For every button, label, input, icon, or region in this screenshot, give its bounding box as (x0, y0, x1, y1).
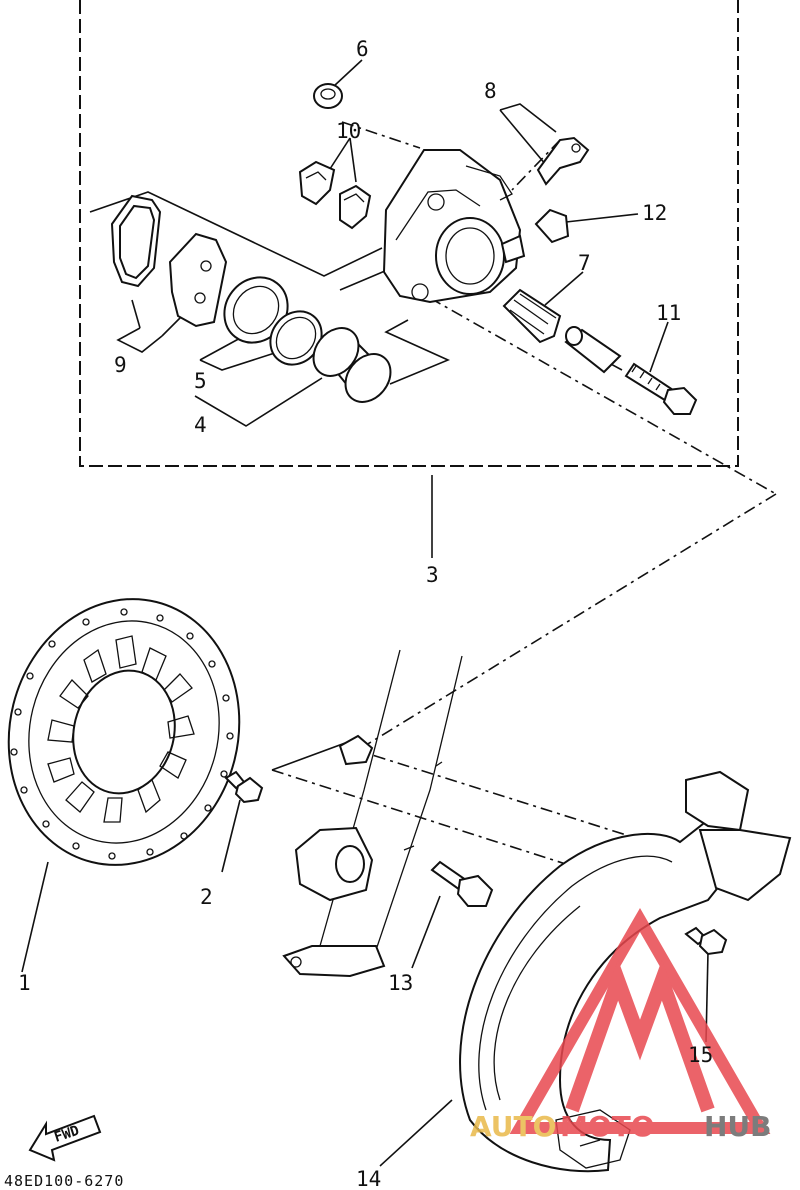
disc-slots (47, 635, 195, 823)
piston (312, 327, 392, 403)
caliper-bolt (624, 362, 698, 415)
callout-11: 11 (656, 301, 681, 325)
callout-7: 7 (578, 251, 591, 275)
bleed-screw (536, 136, 590, 186)
sleeve (564, 326, 622, 374)
callout-1: 1 (18, 971, 31, 995)
caliper-body (382, 149, 526, 304)
callout-10: 10 (336, 119, 361, 143)
dust-boot (502, 288, 562, 344)
brake-pads (110, 194, 228, 328)
callout-3: 3 (426, 563, 439, 587)
fwd-label: FWD (52, 1123, 81, 1146)
disc-bolt (224, 770, 264, 804)
rubber-boot (313, 83, 343, 109)
callout-5: 5 (194, 369, 207, 393)
leader-lines (21, 59, 709, 1167)
watermark-text-hub: HUB (704, 1110, 772, 1143)
caliper-assembly-frame (79, 0, 739, 467)
callout-9: 9 (114, 353, 127, 377)
watermark-logo: AUTO MOTO HUB (470, 907, 772, 1143)
brake-disc (7, 598, 241, 866)
watermark-text-moto: MOTO (560, 1110, 655, 1143)
watermark-text-auto: AUTO (470, 1110, 556, 1143)
callout-6: 6 (356, 37, 369, 61)
callout-15: 15 (688, 1043, 713, 1067)
callout-2: 2 (200, 885, 213, 909)
axle-bolt (430, 860, 494, 907)
front-fork (282, 649, 463, 978)
callout-labels: 1 2 3 4 5 6 7 8 9 10 11 12 13 14 15 (18, 37, 713, 1190)
callout-12: 12 (642, 201, 667, 225)
forward-arrow: FWD (28, 1114, 102, 1162)
callout-4: 4 (194, 413, 207, 437)
disc-cover (459, 770, 792, 1173)
cover-bolt (684, 926, 728, 956)
callout-8: 8 (484, 79, 497, 103)
callout-14: 14 (356, 1167, 381, 1190)
pad-springs (298, 160, 372, 230)
cap (534, 208, 570, 244)
callout-13: 13 (388, 971, 413, 995)
drawing-code: 48ED100-6270 (4, 1172, 124, 1190)
disc-holes (10, 608, 234, 860)
